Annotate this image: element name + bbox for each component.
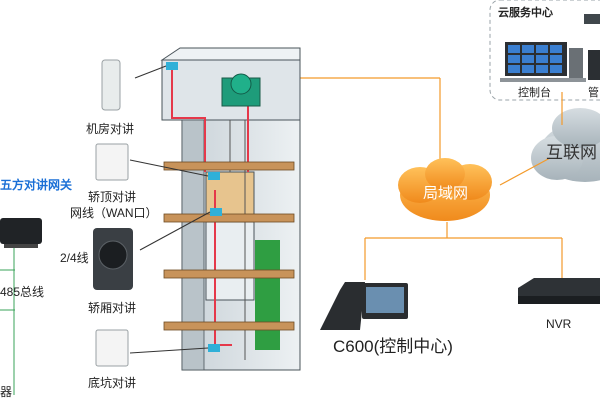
bottom-left-label: 器	[0, 385, 13, 399]
cloud-service-box	[489, 0, 600, 101]
console-workstation-icon	[500, 42, 586, 82]
internet-label: 互联网	[546, 143, 597, 162]
wire-label: 2/4线	[60, 251, 89, 265]
nvr-label: NVR	[546, 317, 572, 331]
car-top-intercom-icon	[95, 143, 129, 181]
bus-label: 485总线	[0, 285, 45, 299]
cloud-service-title: 云服务中心	[498, 7, 553, 19]
server-icon	[584, 14, 600, 24]
elevator-shaft	[160, 47, 301, 371]
lan-cloud-icon	[398, 158, 492, 221]
console-label: 控制台	[518, 87, 551, 99]
gateway-label: 五方对讲网关	[0, 178, 73, 192]
car-intercom-icon	[93, 228, 133, 290]
pit-intercom-icon	[95, 329, 129, 367]
network-cable-label: 网线（WAN口）	[70, 206, 158, 220]
machine-room-label: 机房对讲	[86, 122, 135, 136]
internet-cloud-icon	[531, 108, 600, 182]
pit-label: 底坑对讲	[88, 376, 137, 390]
manage-device-icon	[588, 50, 600, 80]
nvr-icon	[518, 278, 600, 304]
c600-label: C600(控制中心)	[333, 337, 453, 356]
car-top-label: 轿顶对讲	[88, 190, 137, 204]
machine-room-intercom-icon	[101, 59, 121, 111]
lan-label: 局域网	[423, 185, 469, 202]
c600-phone-icon	[320, 282, 408, 330]
gateway-device-icon	[0, 218, 42, 248]
manage-label: 管	[588, 87, 599, 99]
leader-lines	[129, 65, 211, 354]
car-label: 轿厢对讲	[88, 301, 137, 315]
